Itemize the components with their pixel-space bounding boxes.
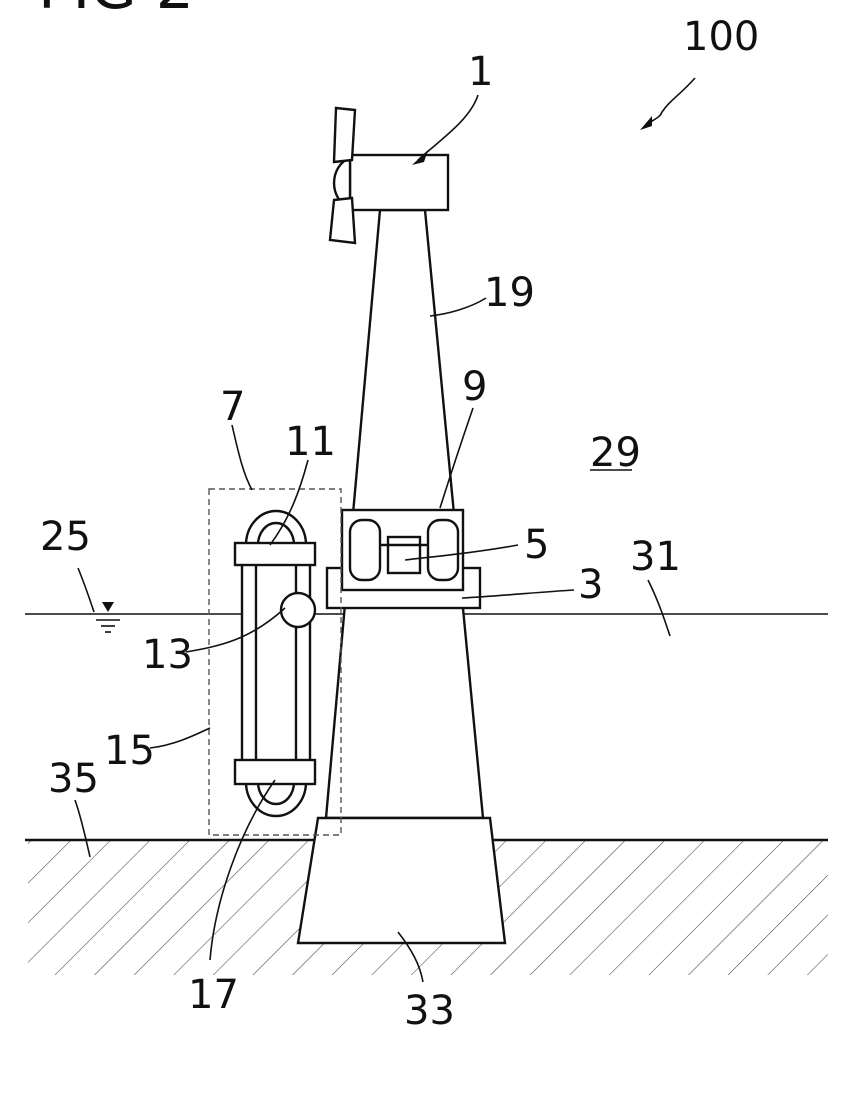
figure-title: FIG 2: [38, 0, 194, 23]
label-5: 5: [524, 522, 549, 568]
label-25: 25: [40, 514, 91, 560]
label-31: 31: [630, 534, 681, 580]
upper-element: [235, 543, 315, 565]
label-1: 1: [468, 49, 493, 95]
label-7: 7: [220, 384, 245, 430]
label-100: 100: [683, 14, 759, 60]
label-33: 33: [404, 988, 455, 1034]
enclosure: [342, 510, 463, 590]
foundation: [298, 818, 505, 943]
label-29: 29: [590, 430, 641, 476]
water-level-symbol: [96, 602, 120, 632]
joint: [281, 593, 315, 627]
label-19: 19: [484, 270, 535, 316]
label-17: 17: [188, 972, 239, 1018]
label-3: 3: [578, 562, 603, 608]
label-11: 11: [285, 419, 336, 465]
label-15: 15: [104, 728, 155, 774]
label-35: 35: [48, 756, 99, 802]
label-13: 13: [142, 632, 193, 678]
label-9: 9: [462, 364, 487, 410]
